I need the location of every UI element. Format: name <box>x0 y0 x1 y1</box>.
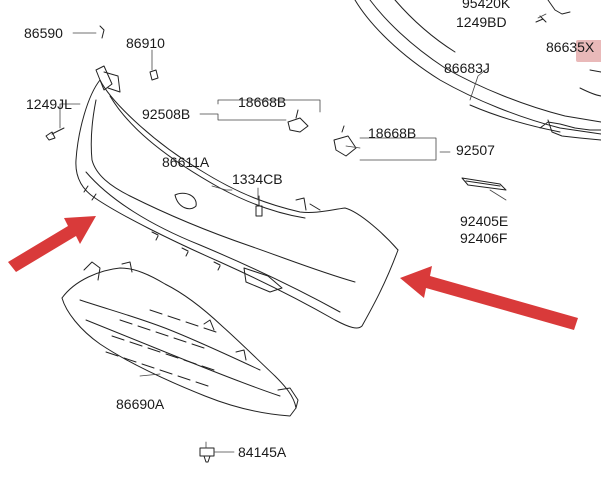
part-label-92508B: 92508B <box>142 106 191 122</box>
part-label-86910: 86910 <box>126 35 165 51</box>
part-label-84145A: 84145A <box>238 444 287 460</box>
part-label-18668B-right: 18668B <box>368 125 417 141</box>
part-label-18668B-top: 18668B <box>238 94 287 110</box>
arrow-left <box>8 216 96 272</box>
bolt-1334CB <box>255 195 263 217</box>
clip-86910 <box>149 69 159 81</box>
part-label-86635X: 86635X <box>546 39 595 55</box>
body-panel-86683J <box>354 0 601 141</box>
bracket-92508B <box>287 109 309 133</box>
bracket-92507 <box>333 125 357 157</box>
bracket-95420K <box>535 0 571 23</box>
part-label-95420K: 95420K <box>462 0 511 11</box>
part-label-1249BD: 1249BD <box>456 14 507 30</box>
part-label-1334CB: 1334CB <box>232 171 283 187</box>
part-label-92507: 92507 <box>456 142 495 158</box>
arrow-right <box>400 266 578 330</box>
watermark-stamp <box>576 40 601 62</box>
part-label-86611A: 86611A <box>162 154 210 170</box>
reflector-92405E <box>461 177 507 191</box>
part-label-1249JL: 1249JL <box>26 96 72 112</box>
red-arrows <box>8 216 578 330</box>
part-label-86590: 86590 <box>24 25 63 41</box>
under-cover-86690A <box>61 261 299 417</box>
part-label-86690A: 86690A <box>116 396 165 412</box>
screw-86590 <box>99 25 105 39</box>
part-label-92405E: 92405E <box>460 213 509 229</box>
bolt-1249JL <box>45 127 65 141</box>
fastener-84145A <box>199 447 215 463</box>
bumper-cover-86611A <box>75 65 399 329</box>
part-label-86683J: 86683J <box>444 60 490 76</box>
leader-lines <box>59 13 547 453</box>
part-label-92406F: 92406F <box>460 230 508 246</box>
